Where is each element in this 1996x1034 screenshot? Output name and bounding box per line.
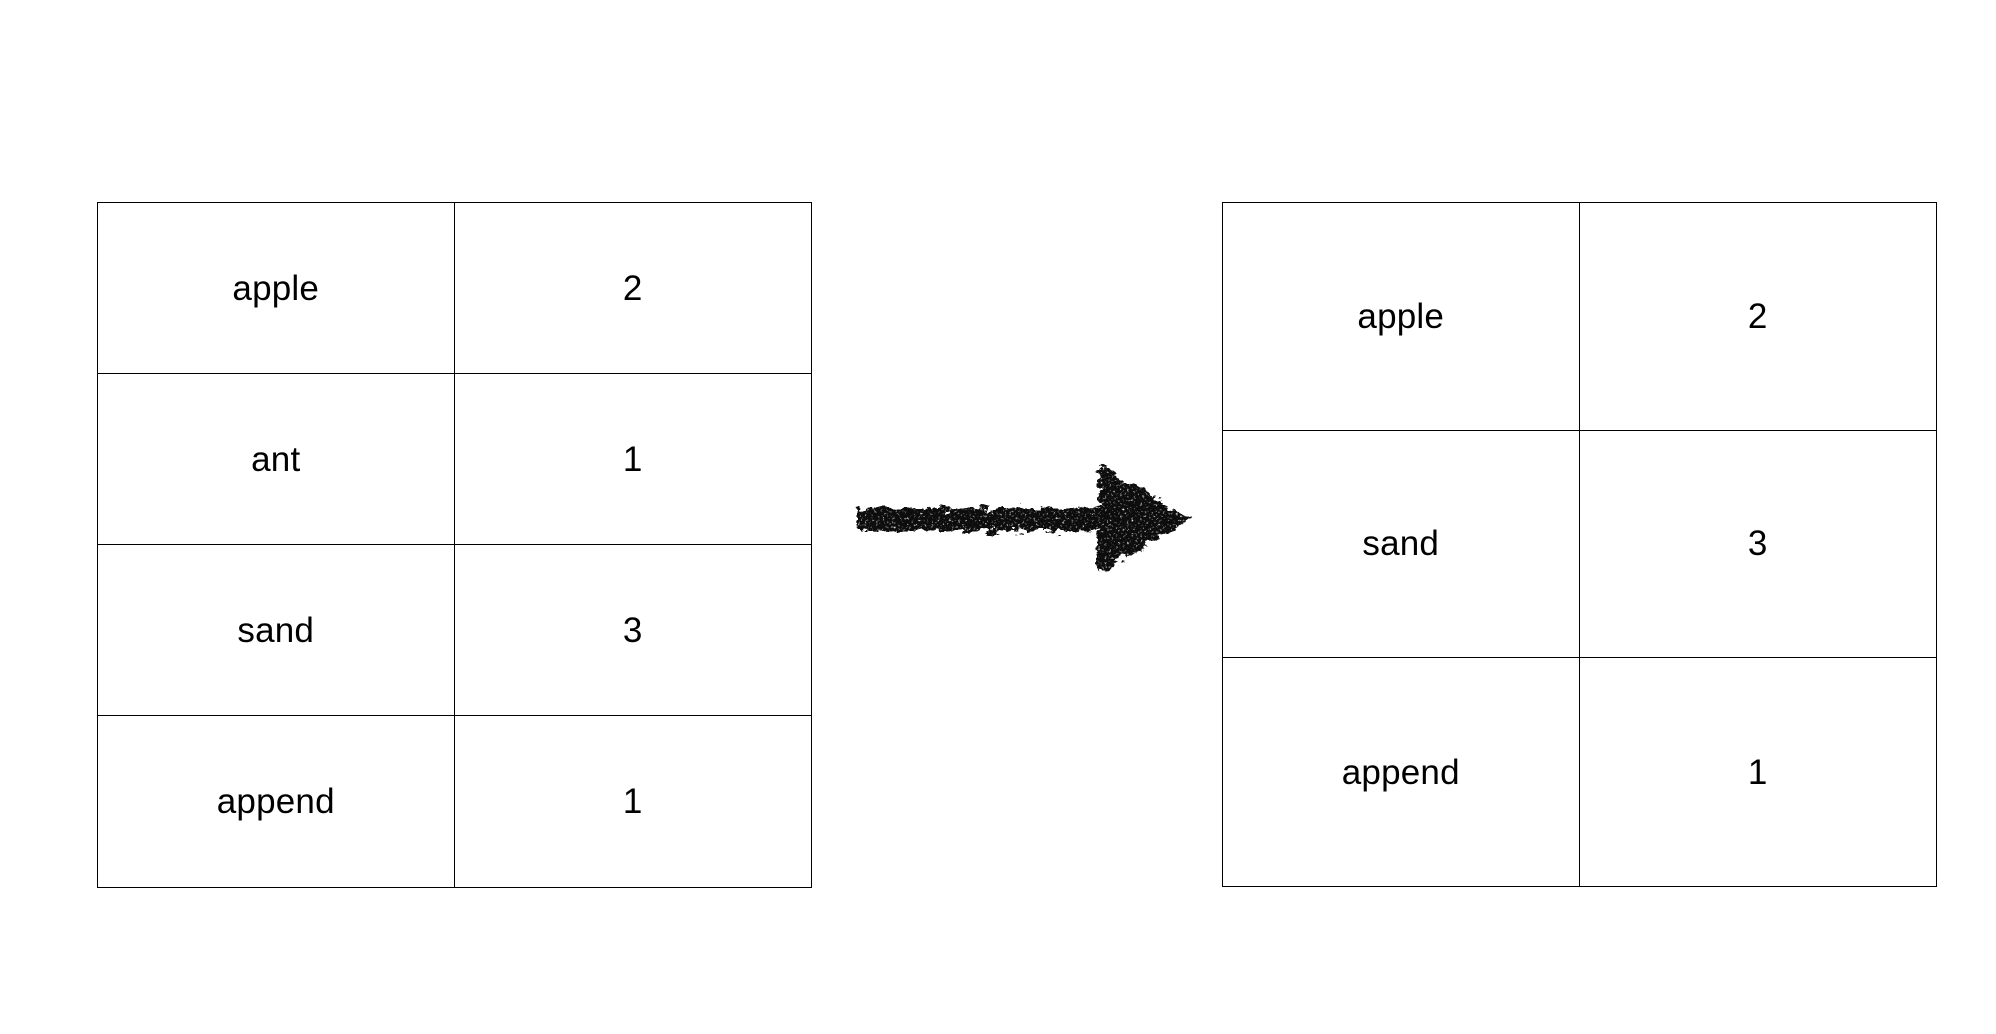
after-row1-count: 2 <box>1579 203 1936 431</box>
before-row2-count: 1 <box>454 374 811 545</box>
arrow-head <box>1099 465 1191 573</box>
word-count-table-before: apple 2 ant 1 sand 3 append 1 <box>97 202 812 888</box>
right-arrow-icon <box>857 465 1191 573</box>
before-row4-word: append <box>98 716 455 887</box>
before-row3-word: sand <box>98 545 455 716</box>
after-row2-count: 3 <box>1579 431 1936 659</box>
before-row1-count: 2 <box>454 203 811 374</box>
after-row2-word: sand <box>1223 430 1580 659</box>
before-row4-count: 1 <box>622 782 643 821</box>
after-row3-count: 1 <box>1747 752 1768 792</box>
before-row1-word: apple <box>98 203 455 374</box>
after-row3-word: append <box>1223 658 1580 886</box>
arrow-shaft <box>857 508 1109 531</box>
before-row2-word: ant <box>98 374 455 545</box>
before-row3-count: 3 <box>454 545 811 716</box>
word-count-table-after: apple 2 sand 3 append 1 <box>1222 202 1937 887</box>
after-row1-word: apple <box>1223 203 1580 431</box>
